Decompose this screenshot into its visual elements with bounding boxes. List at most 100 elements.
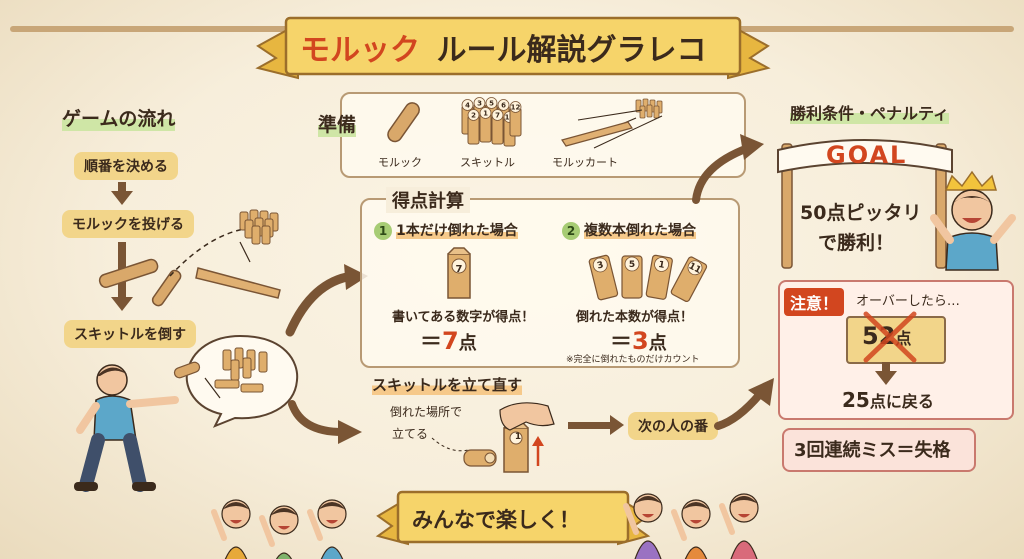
footer-banner: [375, 490, 651, 546]
fallen-pin-number: 1: [657, 260, 665, 271]
fallen-pin: 1: [645, 254, 673, 300]
penalty-text: 3回連続ミス＝失格: [794, 440, 951, 461]
skittle-pin: 12: [509, 101, 522, 137]
skittle-pin-number: 12: [511, 104, 521, 112]
reset-line-1: 倒れた場所で: [390, 405, 463, 419]
skittle-pin: 1: [479, 107, 492, 143]
banner-title-rest: ルール解説グラレコ: [436, 33, 707, 68]
arrow-to-next-shaft: [568, 422, 612, 429]
fallen-pin-number: 3: [596, 260, 604, 271]
cross-mark-icon: [863, 311, 917, 363]
goal-arch: [777, 139, 953, 269]
curved-arrow-to-win: [692, 134, 764, 204]
scoring-heading: 得点計算: [386, 187, 470, 213]
flow-heading: ゲームの流れ: [62, 104, 176, 131]
cheering-person: [623, 493, 663, 559]
reset-pin-number: 1: [514, 432, 522, 442]
case1-unit: 点: [458, 333, 477, 354]
reset-score: 25点に戻る: [842, 388, 934, 412]
cheering-person: [307, 499, 347, 559]
skittle-pin-number: 3: [477, 100, 482, 108]
skittle-pin-number: 4: [465, 102, 470, 110]
case1-pin-number: 7: [455, 264, 463, 275]
knocked-pins-bubble: [185, 334, 299, 428]
cheering-person: [259, 505, 299, 559]
skittle-pin-number: 2: [471, 112, 476, 120]
flow-arrow-1: [111, 191, 133, 205]
curved-arrow-to-reset: [288, 400, 362, 444]
flow-step-1: 順番を決める: [74, 152, 178, 180]
prep-item-molkky: モルック: [378, 156, 422, 169]
win-heading: 勝利条件・ペナルティ: [790, 100, 950, 124]
cheering-person: [211, 499, 251, 559]
skittle-pin: 2: [467, 109, 480, 145]
footer-text: みんなで楽しく！: [412, 508, 580, 532]
case2-number: 2: [562, 222, 580, 240]
flow-arrow-1-shaft: [118, 182, 126, 192]
case1-pin: [447, 247, 471, 299]
win-line-1: 50点ピッタリ: [800, 202, 922, 224]
prep-heading: 準備: [318, 110, 357, 137]
fallen-pin-number: 5: [629, 260, 635, 270]
cheering-person: [719, 493, 759, 559]
cheering-people-right: [623, 493, 759, 559]
fallen-pin: 11: [670, 256, 708, 303]
next-turn-badge: 次の人の番: [628, 412, 718, 440]
throw-illustration: [98, 209, 281, 307]
case2-eq: ＝: [610, 330, 633, 355]
cheering-people-left: [211, 499, 347, 559]
title-banner: [255, 16, 771, 80]
case2-note: ※完全に倒れたものだけカウント: [566, 355, 700, 365]
win-line-2: で勝利！: [818, 232, 895, 254]
reset-illustration: [431, 402, 555, 473]
molkkaari-diagram: [561, 98, 663, 149]
flow-arrow-2: [111, 297, 133, 311]
prep-item-skittles: スキットル: [460, 156, 515, 169]
caution-text: オーバーしたら…: [856, 294, 960, 309]
skittle-pin: 7: [491, 109, 504, 145]
reset-heading: スキットルを立て直す: [372, 374, 523, 395]
case1-label-text: 1本だけ倒れた場合: [396, 223, 518, 239]
reset-score-arrow: [875, 371, 897, 385]
fallen-pin: 5: [621, 255, 643, 299]
skittle-pin-number: 6: [501, 102, 506, 110]
case1-text: 書いてある数字が得点！: [392, 310, 535, 325]
fallen-pin: 3: [588, 254, 619, 301]
curved-arrow-to-scoring: [285, 264, 368, 337]
reset-score-value: 25: [842, 388, 870, 412]
skittles-cluster: 43562171112: [461, 97, 522, 147]
caution-label: 注意！: [784, 288, 845, 316]
reset-line-2: 立てる: [392, 427, 429, 441]
reset-score-text: 点に戻る: [869, 392, 934, 411]
prep-item-molkkaari: モルッカート: [552, 156, 618, 169]
thrown-molkky: [173, 361, 201, 379]
reset-score-arrow-shaft: [882, 362, 890, 372]
banner-title: モルック ルール解説グラレコ: [300, 25, 706, 69]
case1-result: ＝7点: [420, 324, 477, 356]
banner-title-accent: モルック: [300, 33, 420, 68]
arrow-to-next-head: [610, 415, 624, 435]
molkky-stick-icon: [387, 102, 420, 143]
case1-number: 1: [374, 222, 392, 240]
goal-text: GOAL: [826, 141, 908, 169]
case2-text: 倒れた本数が得点！: [576, 310, 694, 325]
skittle-pin-number: 1: [483, 110, 488, 118]
case2-label-text: 複数本倒れた場合: [584, 223, 696, 239]
curved-arrow-to-caution: [714, 378, 774, 430]
thrower-person: [74, 364, 179, 492]
flow-step-2: モルックを投げる: [62, 210, 194, 238]
case2-unit: 点: [648, 333, 667, 354]
flow-step-3: スキットルを倒す: [64, 320, 196, 348]
case2-result: ＝3点: [610, 324, 667, 356]
case1-eq: ＝: [420, 330, 443, 355]
skittle-pin-number: 5: [489, 100, 494, 108]
penalty-box: [782, 428, 976, 472]
case2-value: 3: [632, 327, 649, 355]
winner-kid: [930, 170, 1016, 271]
case1-value: 7: [442, 327, 459, 355]
skittle-pin-number: 7: [495, 112, 500, 120]
